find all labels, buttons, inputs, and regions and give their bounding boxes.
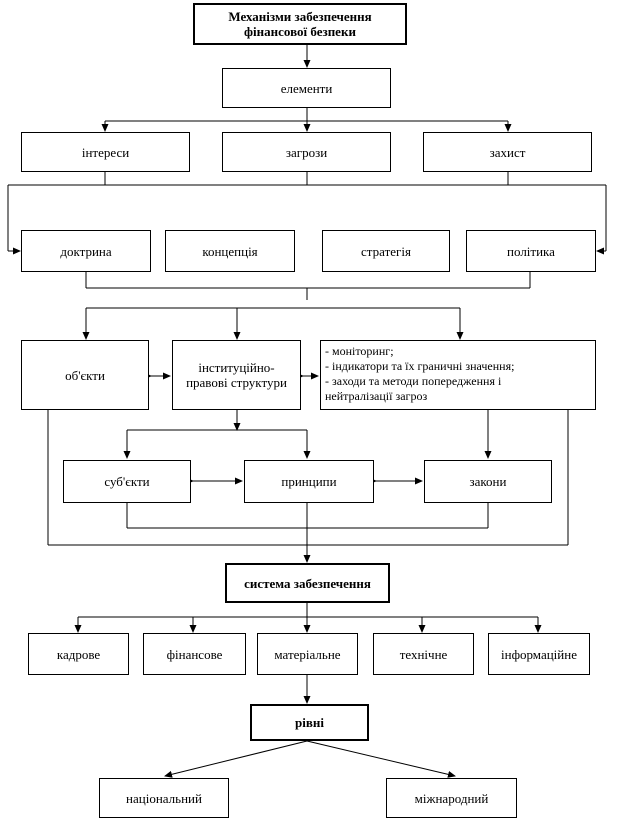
threats-box: загрози <box>222 132 391 172</box>
system-box: система забезпечення <box>225 563 390 603</box>
measures-line-2: - індикатори та їх граничні значення; <box>325 359 515 373</box>
elements-box: елементи <box>222 68 391 108</box>
financial-support-label: фінансове <box>166 646 223 662</box>
strategy-label: стратегія <box>361 243 411 259</box>
objects-label: об'єкти <box>65 367 105 383</box>
staff-support-box: кадрове <box>28 633 129 675</box>
technical-support-label: технічне <box>399 646 448 662</box>
title-line-2: фінансової безпеки <box>244 24 356 39</box>
interests-label: інтереси <box>81 144 130 160</box>
material-support-box: матеріальне <box>257 633 358 675</box>
financial-support-box: фінансове <box>143 633 246 675</box>
national-box: національний <box>99 778 229 818</box>
doctrine-box: доктрина <box>21 230 151 272</box>
subjects-box: суб'єкти <box>63 460 191 503</box>
concept-label: концепція <box>202 243 258 259</box>
institutions-line-2: правові структури <box>186 375 287 390</box>
international-label: міжнародний <box>414 790 489 806</box>
elements-label: елементи <box>280 80 333 96</box>
connector <box>306 740 456 778</box>
information-support-label: інформаційне <box>501 646 577 662</box>
doctrine-label: доктрина <box>60 243 112 259</box>
interests-box: інтереси <box>21 132 190 172</box>
technical-support-box: технічне <box>373 633 474 675</box>
title-line-1: Механізми забезпечення <box>228 9 372 24</box>
connector <box>164 740 308 778</box>
threats-label: загрози <box>285 144 328 160</box>
measures-line-4: нейтралізації загроз <box>325 389 428 403</box>
measures-line-3: - заходи та методи попередження і <box>325 374 502 388</box>
measures-box: - моніторинг; - індикатори та їх граничн… <box>320 340 596 410</box>
international-box: міжнародний <box>386 778 517 818</box>
levels-box: рівні <box>250 704 369 741</box>
measures-line-1: - моніторинг; <box>325 344 394 358</box>
system-label: система забезпечення <box>244 575 371 591</box>
principles-label: принципи <box>281 474 337 489</box>
institutions-box: інституційно-правові структури <box>172 340 301 410</box>
information-support-box: інформаційне <box>488 633 590 675</box>
concept-box: концепція <box>165 230 295 272</box>
policy-box: політика <box>466 230 596 272</box>
objects-box: об'єкти <box>21 340 149 410</box>
staff-support-label: кадрове <box>56 646 101 662</box>
principles-box: принципи <box>244 460 374 503</box>
subjects-label: суб'єкти <box>104 474 150 489</box>
laws-box: закони <box>424 460 552 503</box>
policy-label: політика <box>507 243 555 259</box>
national-label: національний <box>126 790 202 806</box>
protection-label: захист <box>489 144 526 160</box>
institutions-line-1: інституційно- <box>198 360 275 375</box>
protection-box: захист <box>423 132 592 172</box>
material-support-label: матеріальне <box>274 646 341 662</box>
laws-label: закони <box>469 474 507 489</box>
strategy-box: стратегія <box>322 230 450 272</box>
levels-label: рівні <box>295 715 324 730</box>
